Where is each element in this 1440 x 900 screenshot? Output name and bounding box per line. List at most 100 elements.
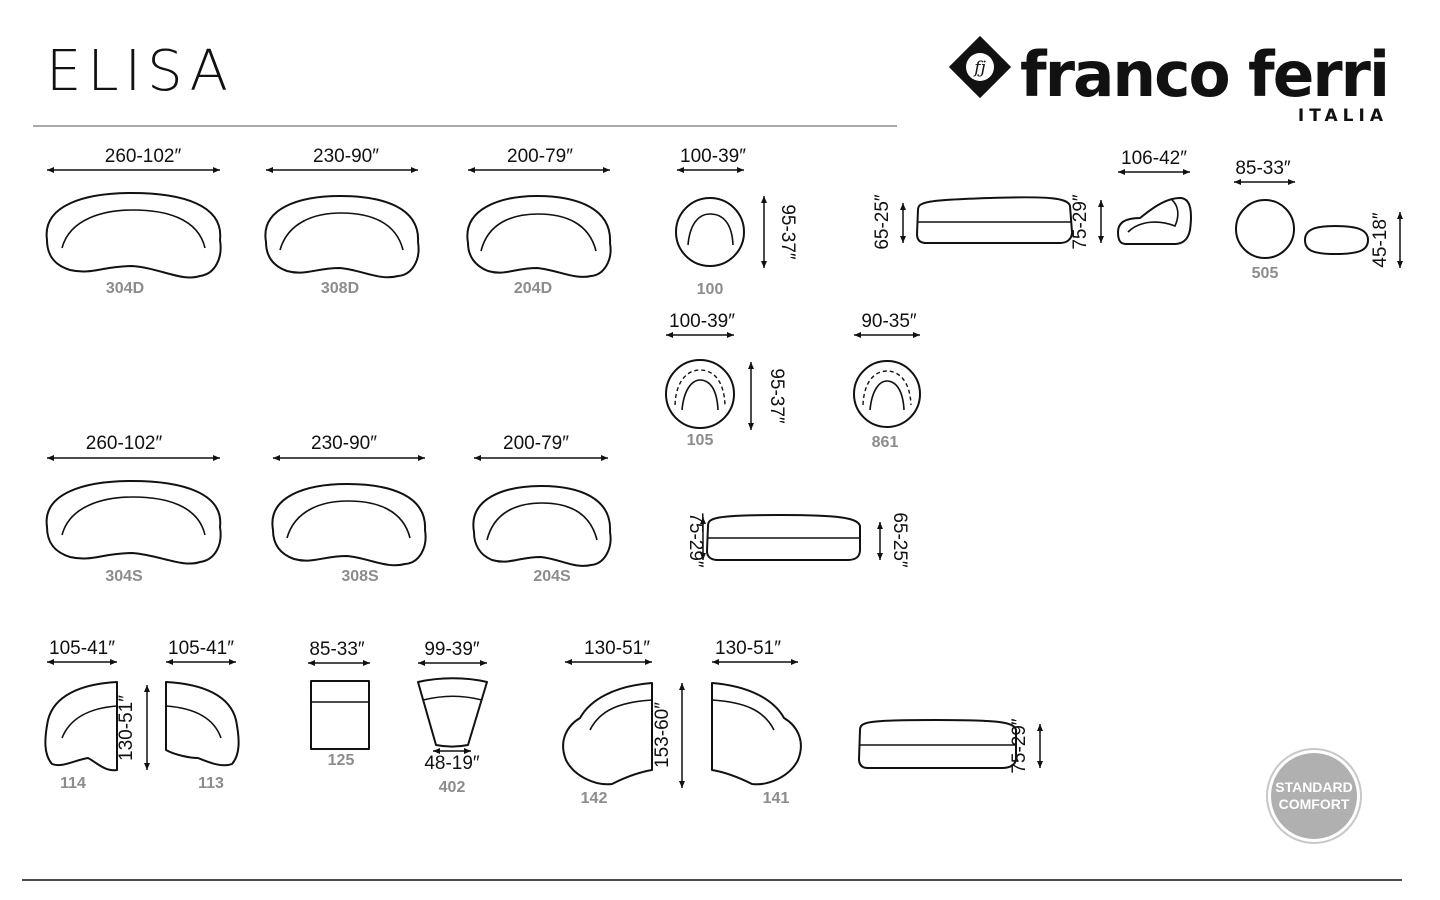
dim-label: 200-79″ [503, 433, 569, 454]
model-code: 308S [341, 568, 379, 585]
model-code: 304S [105, 568, 143, 585]
sofa-seat-line [61, 209, 206, 249]
dim-label: 200-79″ [507, 146, 573, 167]
dim-label: 85-33″ [309, 639, 365, 660]
sofa-seat-line [279, 212, 404, 251]
corner-seat-line [165, 705, 222, 739]
model-code: 114 [60, 775, 86, 792]
sofa-outline [45, 192, 222, 279]
model-code: 204D [514, 280, 552, 297]
module-204d: 200-79″ 204D [466, 146, 612, 297]
side-elevation-sofa: 65-25″ 75-29″ [872, 194, 1104, 250]
module-308d: 230-90″ 308D [264, 146, 420, 297]
pouf-top-outline [1235, 199, 1295, 259]
module-113: 105-41″ 113 [165, 638, 240, 792]
wedge-module-outline [417, 677, 488, 748]
model-code: 304D [106, 280, 144, 297]
dim-label: 48-19″ [424, 753, 480, 774]
module-304s: 260-102″ 304S [45, 433, 222, 585]
dim-130-vertical: 130-51″ [116, 685, 150, 770]
side-elevation-sofa-2: 75-29″ 65-25″ [685, 512, 910, 568]
wedge-module-backline [422, 695, 483, 701]
large-corner-outline [711, 682, 802, 786]
large-corner-seat-line [711, 699, 775, 731]
dim-label: 260-102″ [105, 146, 182, 167]
brand-logo: fj franco ferri ITALIA [948, 35, 1390, 126]
corner-outline [44, 681, 118, 772]
module-141: 130-51″ 141 [711, 638, 802, 807]
logo-monogram: fj [972, 58, 986, 78]
dim-label: 100-39″ [669, 311, 735, 332]
pouf-side-outline [1304, 225, 1369, 255]
sofa-outline [45, 480, 222, 565]
swivel-chair-outline [665, 359, 735, 429]
sofa-outline [264, 195, 420, 279]
dim-label-vertical: 75-29″ [1070, 194, 1091, 250]
dim-label: 85-33″ [1235, 158, 1291, 179]
module-105: 100-39″ 95-37″ 105 [665, 311, 787, 449]
module-861: 90-35″ 861 [853, 311, 921, 451]
brand-subtitle: ITALIA [1298, 106, 1388, 126]
module-125: 85-33″ 125 [308, 639, 370, 769]
dim-label: 260-102″ [86, 433, 163, 454]
collection-title: ELISA [46, 39, 234, 104]
module-204s: 200-79″ 204S [472, 433, 612, 585]
standard-comfort-badge: STANDARD COMFORT [1266, 748, 1362, 844]
armchair-seat-line [687, 213, 734, 246]
swivel-chair-seat-line [681, 379, 719, 411]
sofa-seat-line [480, 213, 597, 252]
armchair-outline [675, 197, 745, 267]
module-308s: 230-90″ 308S [271, 433, 427, 585]
sofa-seat-line [286, 500, 411, 539]
dim-label: 105-41″ [168, 638, 234, 659]
dim-label: 100-39″ [680, 146, 746, 167]
module-100: 100-39″ 95-37″ 100 [675, 146, 798, 298]
model-code: 105 [687, 432, 714, 449]
armchair-detail-line [1127, 199, 1179, 233]
module-142: 130-51″ 142 [562, 638, 653, 807]
sofa-seat-line [486, 502, 598, 541]
seat-module-outline [310, 680, 370, 750]
dim-label-vertical: 65-25″ [889, 512, 910, 568]
dim-label: 90-35″ [861, 311, 917, 332]
sofa-side-outline [858, 719, 1017, 769]
swivel-chair-dashed-line [862, 370, 912, 406]
model-code: 861 [872, 434, 899, 451]
dim-label: 105-41″ [49, 638, 115, 659]
corner-seat-line [61, 705, 118, 739]
module-304d: 260-102″ 304D [45, 146, 222, 297]
dim-label: 230-90″ [311, 433, 377, 454]
model-code: 402 [439, 779, 466, 796]
dim-label-vertical: 65-25″ [872, 194, 893, 250]
sofa-outline [466, 195, 612, 278]
model-code: 113 [198, 775, 224, 792]
dim-label-vertical: 95-37″ [777, 204, 798, 260]
badge-line2: COMFORT [1279, 796, 1350, 812]
dim-153-vertical: 153-60″ [652, 683, 685, 788]
dim-label-vertical: 95-37″ [766, 368, 787, 424]
dim-label-vertical: 45-18″ [1370, 212, 1391, 268]
swivel-chair-seat-line [869, 380, 905, 411]
dim-label-vertical: 130-51″ [116, 695, 137, 761]
armchair-side: 106-42″ [1117, 148, 1192, 245]
model-code: 204S [533, 568, 571, 585]
large-corner-seat-line [589, 699, 653, 731]
dim-label-vertical: 153-60″ [652, 702, 673, 768]
brand-name: franco ferri [1020, 38, 1388, 111]
corner-outline [165, 681, 240, 767]
dim-label: 230-90″ [313, 146, 379, 167]
dim-label: 99-39″ [424, 639, 480, 660]
badge-line1: STANDARD [1275, 779, 1353, 795]
model-code: 125 [328, 752, 355, 769]
swivel-chair-dashed-line [674, 369, 726, 406]
model-code: 308D [321, 280, 359, 297]
brand-diamond-icon: fj [948, 35, 1012, 99]
dim-label-vertical: 75-29″ [1009, 718, 1030, 774]
sofa-outline [271, 483, 427, 567]
sofa-seat-line [61, 496, 206, 536]
model-code: 505 [1252, 265, 1279, 282]
module-114: 105-41″ 114 [44, 638, 118, 792]
module-505: 85-33″ 505 45-18″ [1234, 158, 1403, 282]
armchair-side-outline [1117, 197, 1192, 245]
dim-label: 130-51″ [715, 638, 781, 659]
